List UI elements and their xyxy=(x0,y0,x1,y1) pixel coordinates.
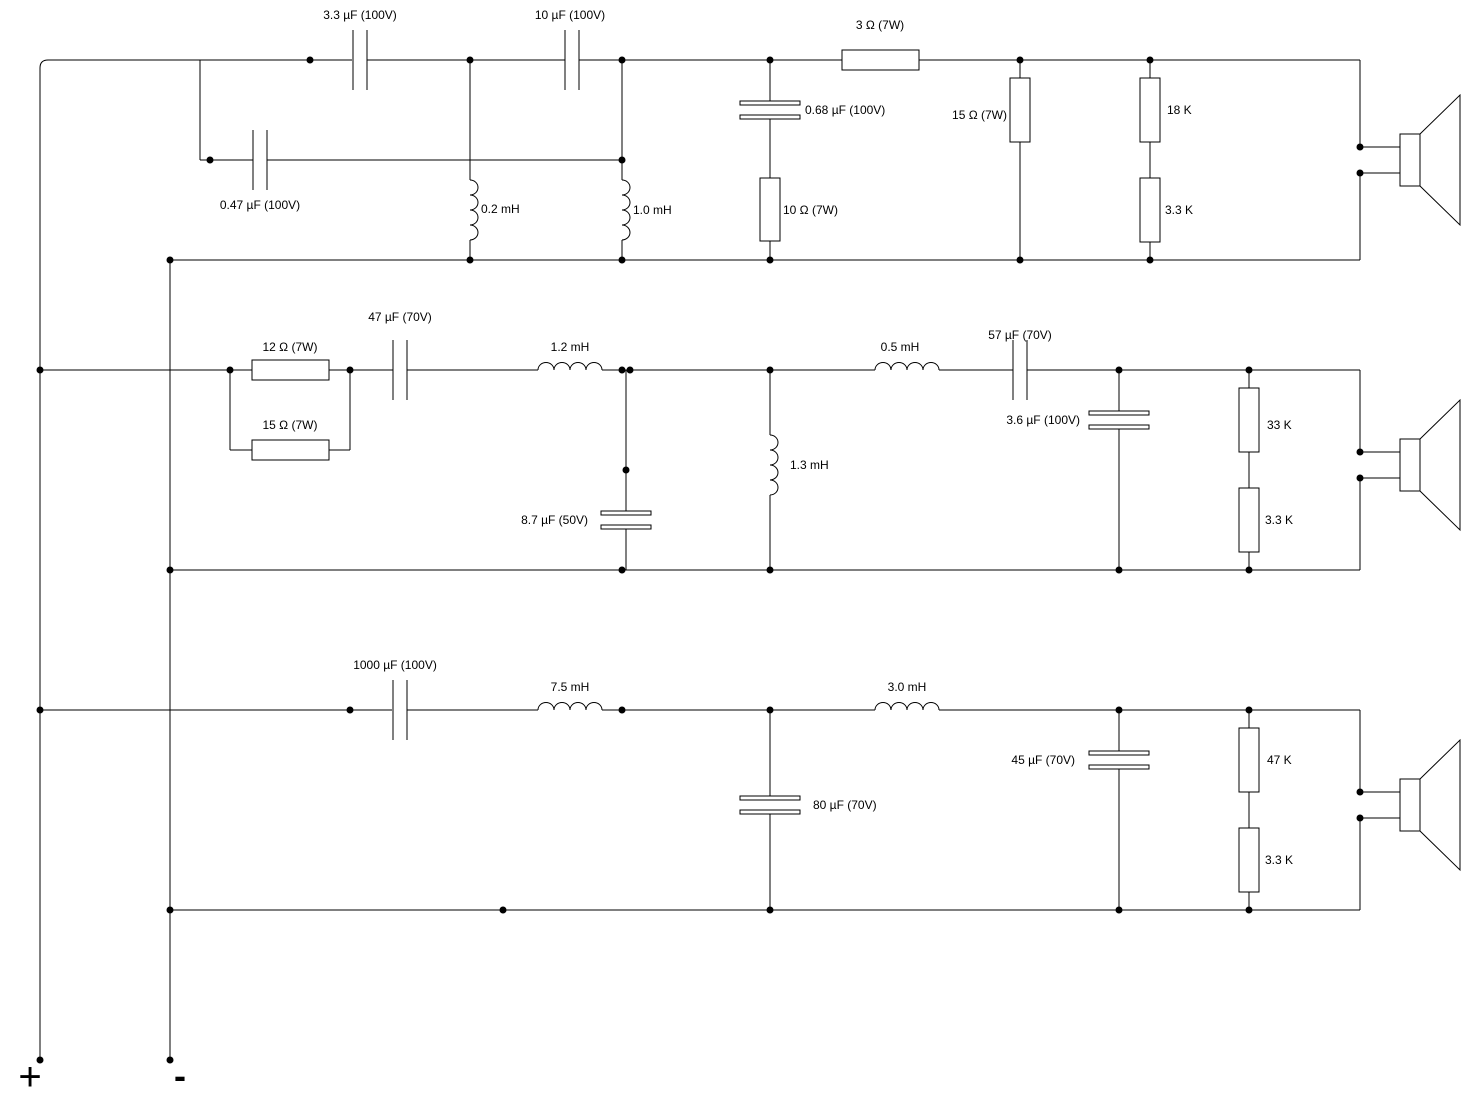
midrange-speaker-icon xyxy=(1399,398,1461,532)
tweeter-r2-label: 3 Ω (7W) xyxy=(856,18,904,32)
tweeter-r3-resistor xyxy=(1009,77,1031,143)
woofer-l1-label: 7.5 mH xyxy=(551,680,590,694)
positive-bus xyxy=(39,59,392,1060)
woofer-l1-inductor xyxy=(537,702,603,711)
midrange-r4-label: 3.3 K xyxy=(1265,513,1293,527)
woofer-c1-capacitor xyxy=(392,680,408,740)
midrange-r3-label: 33 K xyxy=(1267,418,1292,432)
woofer-c3-label: 45 µF (70V) xyxy=(1011,753,1075,767)
tweeter-speaker-icon xyxy=(1399,93,1461,227)
tweeter-r1-resistor xyxy=(759,177,781,242)
woofer-l2-inductor xyxy=(874,702,940,711)
woofer-l2-label: 3.0 mH xyxy=(888,680,927,694)
tweeter-c3-label: 0.47 µF (100V) xyxy=(220,198,300,212)
tweeter-section: 3.3 µF (100V) 10 µF (100V) 0.47 µF (100V… xyxy=(166,8,1461,264)
negative-terminal-label: - xyxy=(174,1055,186,1096)
tweeter-c4-capacitor xyxy=(739,100,801,120)
tweeter-l1-inductor xyxy=(469,179,479,241)
tweeter-c4-label: 0.68 µF (100V) xyxy=(805,103,885,117)
midrange-c1-capacitor xyxy=(392,340,408,400)
tweeter-l2-inductor xyxy=(621,179,631,241)
midrange-l3-label: 0.5 mH xyxy=(881,340,920,354)
midrange-l3-inductor xyxy=(874,362,940,371)
midrange-r3-resistor xyxy=(1238,387,1260,453)
woofer-r1-label: 47 K xyxy=(1267,753,1292,767)
midrange-section: 12 Ω (7W) 15 Ω (7W) 47 µF (70V) 1.2 mH 8… xyxy=(36,310,1461,574)
woofer-c1-label: 1000 µF (100V) xyxy=(353,658,437,672)
tweeter-r5-label: 3.3 K xyxy=(1165,203,1193,217)
woofer-r1-resistor xyxy=(1238,727,1260,793)
tweeter-r5-resistor xyxy=(1139,177,1161,243)
midrange-c2-label: 8.7 µF (50V) xyxy=(521,513,588,527)
tweeter-r4-label: 18 K xyxy=(1167,103,1192,117)
woofer-c3-capacitor xyxy=(1088,750,1150,770)
input-terminals: + - xyxy=(18,1055,186,1099)
tweeter-r2-resistor xyxy=(841,49,920,71)
tweeter-r4-resistor xyxy=(1139,77,1161,143)
midrange-c3-label: 57 µF (70V) xyxy=(988,328,1052,342)
tweeter-c2-capacitor xyxy=(564,30,580,90)
midrange-r4-resistor xyxy=(1238,487,1260,553)
midrange-r2-label: 15 Ω (7W) xyxy=(263,418,318,432)
midrange-c4-capacitor xyxy=(1088,410,1150,430)
midrange-r1-resistor xyxy=(251,359,330,381)
tweeter-r3-label: 15 Ω (7W) xyxy=(952,108,1007,122)
tweeter-r1-label: 10 Ω (7W) xyxy=(783,203,838,217)
tweeter-c2-label: 10 µF (100V) xyxy=(535,8,605,22)
woofer-c2-label: 80 µF (70V) xyxy=(813,798,877,812)
woofer-r2-resistor xyxy=(1238,827,1260,893)
midrange-l2-inductor xyxy=(769,434,779,496)
woofer-speaker-icon xyxy=(1399,738,1461,872)
positive-terminal-label: + xyxy=(18,1055,41,1099)
tweeter-c1-capacitor xyxy=(352,30,368,90)
midrange-l2-label: 1.3 mH xyxy=(790,458,829,472)
midrange-c4-label: 3.6 µF (100V) xyxy=(1006,413,1080,427)
tweeter-c1-label: 3.3 µF (100V) xyxy=(323,8,397,22)
midrange-c2-capacitor xyxy=(600,510,652,530)
tweeter-l1-label: 0.2 mH xyxy=(481,202,520,216)
midrange-r2-resistor xyxy=(251,439,330,461)
woofer-r2-label: 3.3 K xyxy=(1265,853,1293,867)
midrange-r1-label: 12 Ω (7W) xyxy=(263,340,318,354)
midrange-c3-capacitor xyxy=(1012,340,1028,400)
woofer-section: 1000 µF (100V) 7.5 mH 80 µF (70V) 3.0 mH… xyxy=(36,658,1461,914)
tweeter-c3-capacitor xyxy=(252,130,268,190)
midrange-c1-label: 47 µF (70V) xyxy=(368,310,432,324)
tweeter-l2-label: 1.0 mH xyxy=(633,203,672,217)
midrange-l1-label: 1.2 mH xyxy=(551,340,590,354)
midrange-l1-inductor xyxy=(537,362,603,371)
woofer-c2-capacitor xyxy=(739,795,801,815)
